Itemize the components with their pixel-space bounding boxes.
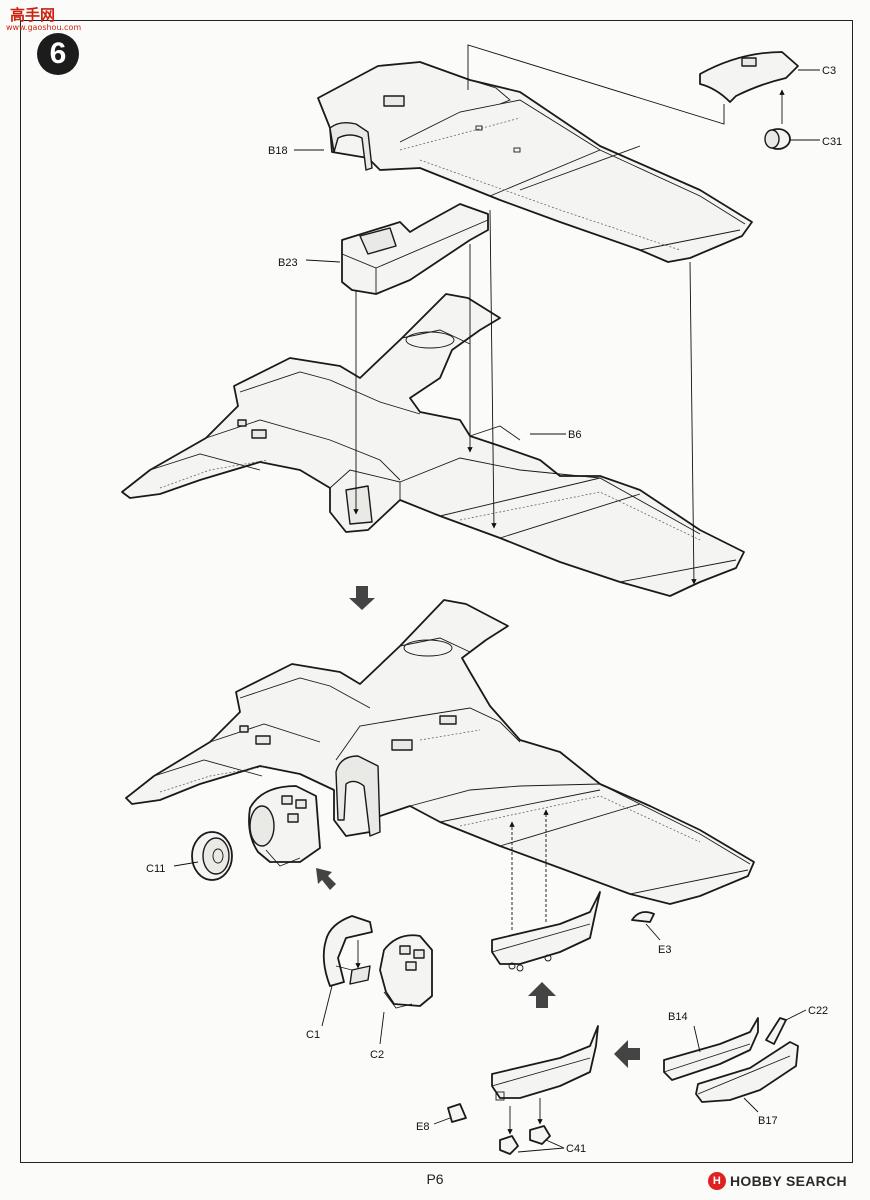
- label-c41: C41: [566, 1143, 586, 1155]
- watermark-title: 高手网: [10, 6, 56, 24]
- part-c11-disc: [191, 831, 233, 881]
- step-number-badge: 6: [37, 33, 79, 75]
- part-b18-upper-wing: [317, 61, 753, 263]
- label-b6: B6: [568, 429, 581, 441]
- label-c1: C1: [306, 1029, 320, 1041]
- label-b14: B14: [668, 1011, 688, 1023]
- brand-logo-icon: H: [708, 1172, 726, 1190]
- label-e3: E3: [658, 944, 671, 956]
- watermark-logo: 高手网 www.gaoshou.com: [4, 4, 84, 34]
- part-assembled-airframe: [125, 599, 755, 905]
- part-nacelle-assembled: [248, 785, 321, 867]
- brand-watermark: H HOBBY SEARCH: [708, 1170, 847, 1192]
- part-e8-block: [447, 1103, 467, 1123]
- label-c31: C31: [822, 136, 842, 148]
- part-c31-ring: [764, 128, 791, 150]
- label-c22: C22: [808, 1005, 828, 1017]
- part-b23-block: [341, 203, 489, 295]
- part-c3-cover: [699, 51, 799, 103]
- label-b23: B23: [278, 257, 298, 269]
- part-c22-strip: [765, 1017, 787, 1045]
- instruction-frame: [20, 20, 853, 1163]
- part-c1-bracket: [322, 915, 373, 987]
- part-b14-half: [663, 1017, 759, 1081]
- part-b17-half: [695, 1041, 799, 1103]
- label-e8: E8: [416, 1121, 429, 1133]
- watermark-subtitle: www.gaoshou.com: [6, 23, 82, 32]
- part-c2-nacelle-half: [349, 934, 433, 1009]
- part-c41-pair: [499, 1125, 551, 1155]
- part-gear-bay-subassembly: [491, 1025, 599, 1101]
- label-c2: C2: [370, 1049, 384, 1061]
- part-b6-lower-wing: [121, 293, 745, 597]
- label-c11: C11: [146, 863, 165, 875]
- page-number: P6: [426, 1171, 444, 1187]
- label-c3: C3: [822, 65, 836, 77]
- part-gear-bay-assembled: [491, 891, 601, 972]
- label-b18: B18: [268, 145, 288, 157]
- brand-text: HOBBY SEARCH: [730, 1173, 847, 1189]
- part-e3-tip: [631, 911, 655, 923]
- label-b17: B17: [758, 1115, 778, 1127]
